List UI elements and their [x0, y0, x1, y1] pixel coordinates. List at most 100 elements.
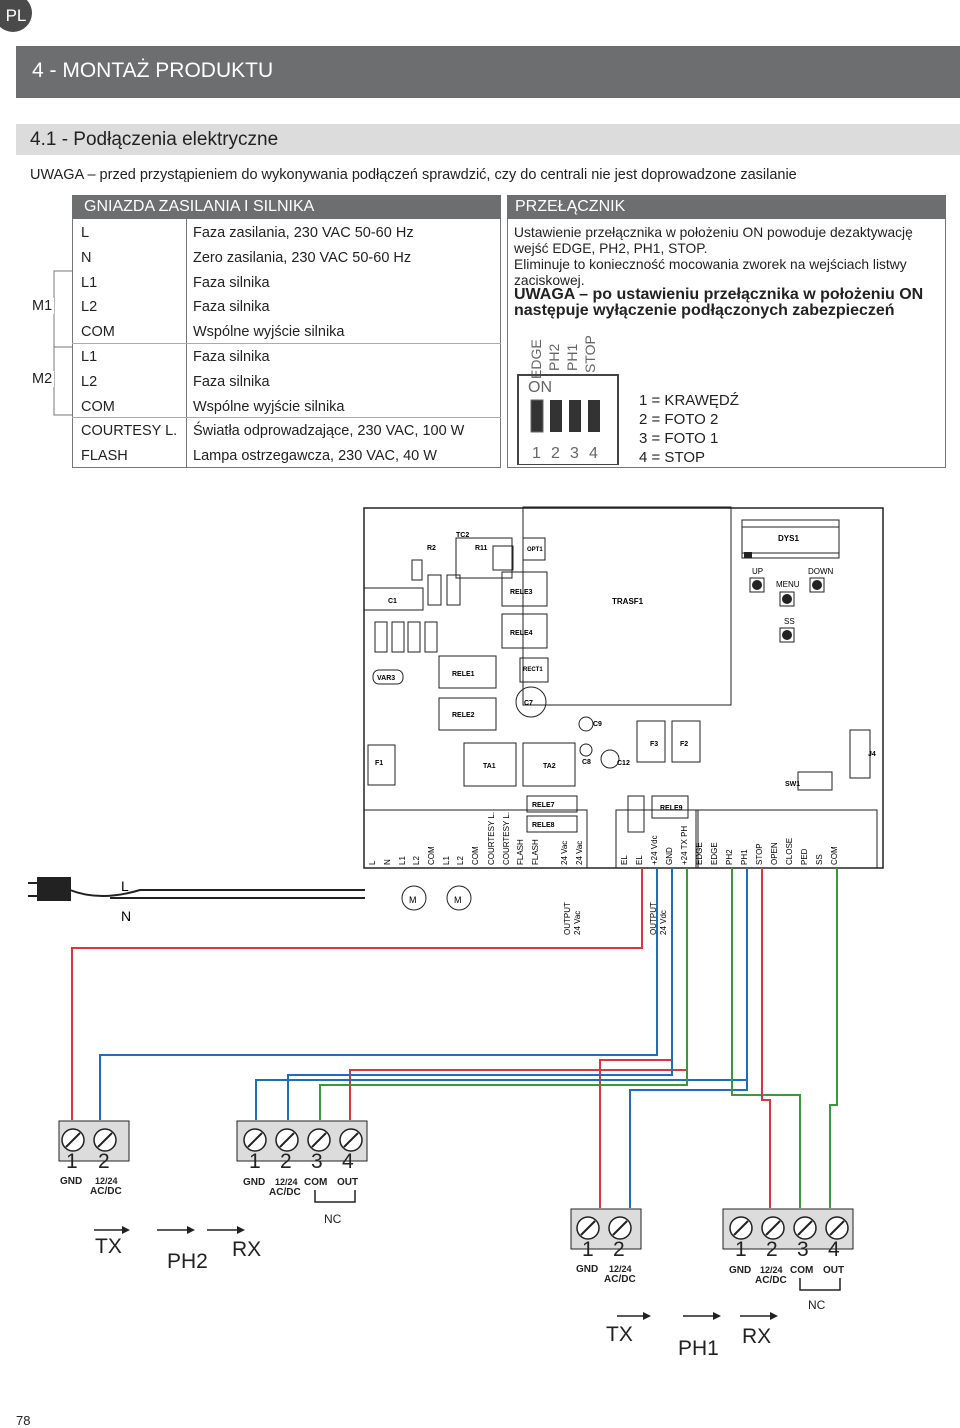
rx2-num-4: 4 — [828, 1238, 840, 1261]
svg-text:4: 4 — [589, 445, 598, 462]
svg-text:L: L — [121, 878, 129, 894]
tx2-num-2: 2 — [613, 1238, 625, 1261]
svg-text:RELE7: RELE7 — [532, 802, 555, 809]
rx1-num-1: 1 — [249, 1150, 261, 1173]
svg-text:FLASH: FLASH — [531, 839, 540, 865]
table-row: L Faza zasilania, 230 VAC 50-60 Hz — [73, 220, 500, 245]
rx2-nc: NC — [808, 1298, 826, 1312]
svg-text:CLOSE: CLOSE — [785, 838, 794, 865]
beam1-ph: PH2 — [167, 1250, 208, 1273]
switch-legend: 1 = KRAWĘDŹ 2 = FOTO 2 3 = FOTO 1 4 = ST… — [639, 391, 739, 467]
terminal-desc: Światła odprowadzające, 230 VAC, 100 W — [193, 423, 465, 440]
terminal-name: L — [81, 225, 90, 241]
tx1-acdc-1: 12/24 — [95, 1176, 118, 1186]
rx1-terminal — [236, 1120, 368, 1162]
dip-label-stop: STOP — [582, 335, 598, 373]
dip-label-ph1: PH1 — [564, 344, 580, 371]
svg-text:24 Vac: 24 Vac — [573, 911, 582, 935]
svg-text:1: 1 — [532, 445, 541, 462]
motor-brackets — [53, 270, 72, 416]
tx2-acdc-2: AC/DC — [604, 1274, 636, 1285]
terminal-desc: Faza zasilania, 230 VAC 50-60 Hz — [193, 225, 414, 241]
svg-text:24 Vac: 24 Vac — [560, 841, 569, 865]
svg-text:EDGE: EDGE — [710, 842, 719, 865]
rx2-nc-bracket — [799, 1278, 841, 1291]
rx2-com: COM — [790, 1265, 814, 1276]
terminal-name: L2 — [81, 373, 98, 390]
beam2-ph: PH1 — [678, 1337, 719, 1360]
terminal-desc: Faza silnika — [193, 299, 270, 316]
rx1-num-3: 3 — [311, 1150, 323, 1173]
motor-label-m2: M2 — [30, 371, 55, 387]
svg-text:RELE1: RELE1 — [452, 671, 475, 678]
svg-text:C1: C1 — [388, 598, 397, 605]
svg-text:24 Vdc: 24 Vdc — [659, 910, 668, 935]
svg-text:J4: J4 — [868, 751, 876, 758]
legend-item: 2 = FOTO 2 — [639, 411, 719, 428]
tx2-acdc-1: 12/24 — [609, 1264, 632, 1274]
mains-plug — [28, 877, 365, 901]
terminal-name: COURTESY L. — [81, 423, 178, 440]
svg-text:MENU: MENU — [776, 580, 800, 589]
svg-text:PED: PED — [800, 848, 809, 865]
table-row: COURTESY L. Światła odprowadzające, 230 V… — [73, 418, 500, 443]
rx1-nc-bracket — [314, 1190, 356, 1203]
svg-text:OPEN: OPEN — [770, 842, 779, 865]
terminal-desc: Faza silnika — [193, 373, 270, 390]
svg-text:N: N — [383, 859, 392, 865]
switch-warning: UWAGA – po ustawieniu przełącznika w poł… — [514, 286, 924, 319]
svg-text:SW1: SW1 — [785, 781, 800, 788]
rx2-terminal — [722, 1208, 854, 1250]
svg-text:OUTPUT: OUTPUT — [649, 902, 658, 935]
svg-text:RECT1: RECT1 — [523, 667, 543, 673]
svg-text:SS: SS — [784, 617, 795, 626]
svg-text:24 Vac: 24 Vac — [575, 841, 584, 865]
terminal-name: FLASH — [81, 448, 128, 465]
svg-text:C7: C7 — [524, 700, 533, 707]
terminal-desc: Wspólne wyjście silnika — [193, 324, 345, 341]
rx1-nc: NC — [324, 1212, 342, 1226]
svg-text:RELE4: RELE4 — [510, 630, 533, 637]
svg-text:COURTESY L.: COURTESY L. — [502, 812, 511, 865]
svg-text:L2: L2 — [456, 856, 465, 865]
switch-text-1: Ustawienie przełącznika w położeniu ON p… — [514, 225, 913, 256]
rx1-com: COM — [304, 1177, 328, 1188]
terminal-desc: Faza silnika — [193, 274, 270, 291]
beam1-rx: RX — [232, 1238, 262, 1261]
beam2-rx: RX — [742, 1325, 772, 1348]
warning-text: UWAGA – przed przystąpieniem do wykonywa… — [30, 167, 797, 183]
beam1-tx: TX — [95, 1235, 122, 1258]
rx2-out: OUT — [823, 1265, 845, 1276]
subsection-title: 4.1 - Podłączenia elektryczne — [16, 124, 960, 155]
beam2-arrows — [617, 1312, 778, 1320]
svg-text:L1: L1 — [442, 856, 451, 865]
dip-label-ph2: PH2 — [546, 344, 562, 371]
terminal-name: L1 — [81, 349, 98, 365]
rx1-num-4: 4 — [342, 1150, 354, 1173]
svg-text:RELE8: RELE8 — [532, 822, 555, 829]
rx1-acdc-1: 12/24 — [275, 1177, 298, 1187]
dip-switch: EDGE PH2 PH1 STOP ON 1 2 3 4 — [517, 335, 619, 465]
svg-text:COM: COM — [427, 846, 436, 865]
svg-text:3: 3 — [570, 445, 579, 462]
page-number: 78 — [16, 1413, 31, 1428]
svg-text:EDGE: EDGE — [695, 842, 704, 865]
terminal-name: COM — [81, 324, 115, 341]
terminal-desc: Zero zasilania, 230 VAC 50-60 Hz — [193, 249, 412, 266]
table-divider — [72, 343, 501, 344]
rx2-acdc-1: 12/24 — [760, 1265, 783, 1275]
wiring-diagram: TRASF1 DYS1 UP DOWN MENU SS TC2 R2 R11 O… — [28, 506, 884, 1208]
svg-text:OPT1: OPT1 — [527, 547, 543, 553]
beam2-tx: TX — [606, 1323, 633, 1346]
terminal-desc: Wspólne wyjście silnika — [193, 398, 345, 415]
rx1-gnd: GND — [243, 1177, 266, 1188]
svg-text:SS: SS — [815, 854, 824, 865]
legend-item: 4 = STOP — [639, 449, 706, 466]
svg-text:OUTPUT: OUTPUT — [563, 902, 572, 935]
svg-text:GND: GND — [665, 847, 674, 865]
svg-text:EL: EL — [635, 855, 644, 865]
